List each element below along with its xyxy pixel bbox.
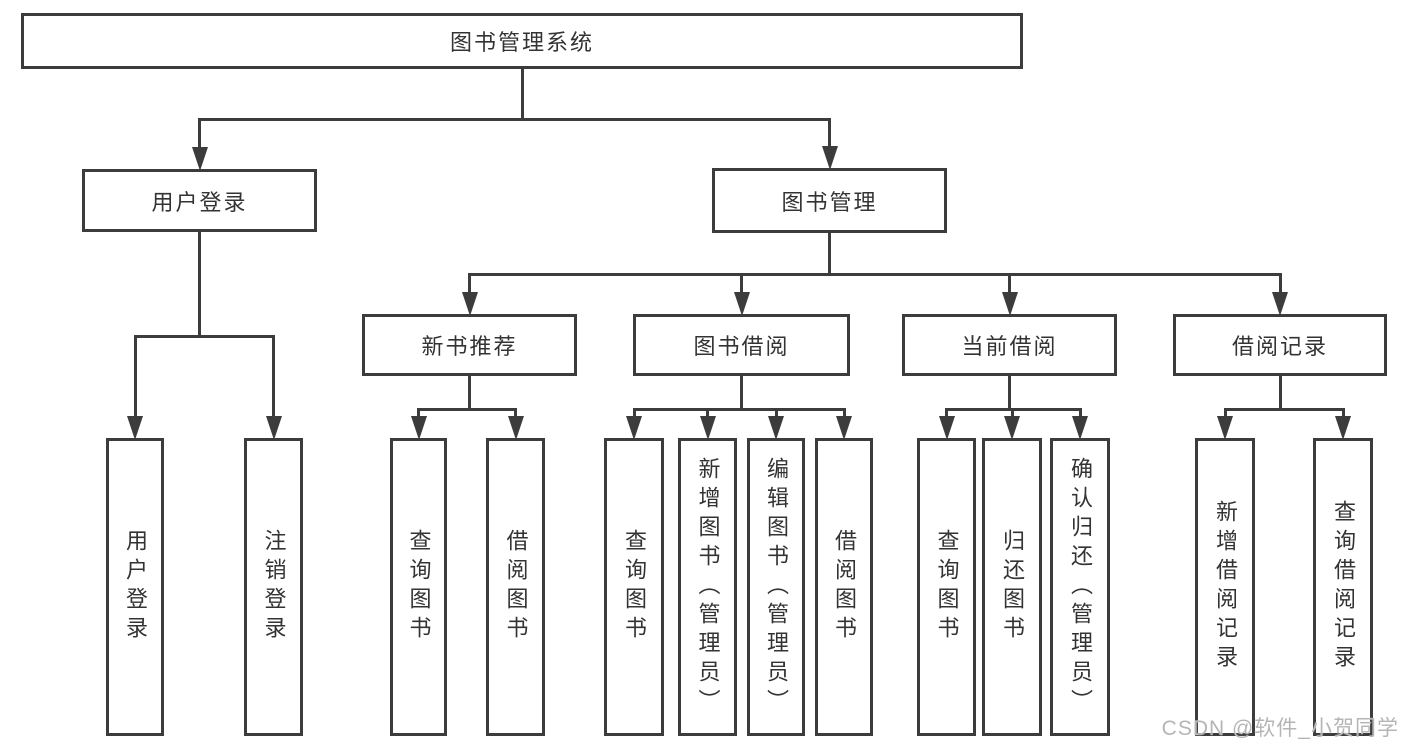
arrow-down-icon	[507, 416, 524, 440]
connector-line	[1278, 376, 1282, 411]
node-label: 归还图书	[1000, 529, 1025, 645]
node-label: 用户登录	[151, 189, 248, 215]
connector-line	[1278, 273, 1282, 294]
node-leaf-cb-query: 查询图书	[917, 438, 976, 736]
arrow-down-icon	[836, 416, 852, 440]
connector-line	[842, 408, 846, 418]
connector-line	[1223, 408, 1345, 411]
arrow-down-icon	[821, 146, 838, 170]
connector-line	[1223, 408, 1227, 418]
connector-line	[1341, 408, 1345, 418]
node-label: 新增借阅记录	[1213, 500, 1238, 674]
arrow-down-icon	[1217, 416, 1233, 440]
node-leaf-login: 用户登录	[106, 438, 164, 736]
connector-line	[774, 408, 778, 418]
arrow-down-icon	[938, 416, 955, 440]
arrow-down-icon	[191, 147, 208, 171]
node-label: 图书管理系统	[449, 30, 594, 55]
arrow-down-icon	[699, 416, 716, 440]
node-leaf-br-add: 新增借阅记录	[1195, 438, 1255, 736]
node-label: 查询图书	[406, 529, 432, 645]
arrow-down-icon	[1335, 416, 1351, 440]
node-label: 借阅图书	[832, 529, 857, 645]
node-leaf-logout: 注销登录	[244, 438, 303, 736]
arrow-down-icon	[1004, 416, 1020, 440]
connector-line	[740, 376, 743, 411]
node-label: 查询图书	[622, 529, 647, 645]
connector-line	[198, 118, 831, 121]
node-new-book-rec: 新书推荐	[362, 314, 577, 376]
node-leaf-nr-borrow: 借阅图书	[486, 438, 545, 736]
connector-line	[272, 335, 275, 418]
connector-line	[1008, 273, 1011, 294]
node-root: 图书管理系统	[21, 13, 1023, 69]
arrow-down-icon	[265, 416, 282, 440]
node-label: 图书管理	[781, 189, 878, 215]
connector-line	[514, 408, 517, 418]
arrow-down-icon	[1001, 292, 1018, 316]
node-label: 借阅记录	[1231, 334, 1328, 359]
connector-line	[828, 118, 831, 148]
connector-line	[133, 335, 275, 338]
node-leaf-cb-confirm: 确认归还（管理员）	[1050, 438, 1110, 736]
connector-line	[198, 232, 201, 338]
node-leaf-bb-edit: 编辑图书（管理员）	[747, 438, 805, 736]
connector-line	[520, 69, 524, 121]
connector-line	[198, 118, 201, 149]
arrow-down-icon	[127, 416, 143, 440]
node-label: 新书推荐	[421, 334, 518, 359]
connector-line	[417, 408, 517, 411]
connector-line	[133, 335, 137, 418]
connector-line	[417, 408, 420, 418]
connector-line	[1010, 408, 1014, 418]
arrow-down-icon	[1272, 292, 1288, 316]
node-label: 借阅图书	[503, 529, 529, 645]
node-leaf-nr-query: 查询图书	[390, 438, 447, 736]
connector-line	[632, 408, 846, 411]
node-label: 图书借阅	[693, 334, 790, 359]
connector-line	[468, 376, 471, 411]
arrow-down-icon	[733, 292, 750, 316]
arrow-down-icon	[626, 416, 642, 440]
node-label: 用户登录	[123, 529, 148, 645]
connector-line	[1008, 376, 1011, 411]
node-user-login: 用户登录	[82, 169, 317, 232]
arrow-down-icon	[1072, 416, 1088, 440]
node-borrow-record: 借阅记录	[1173, 314, 1387, 376]
node-book-mgmt: 图书管理	[712, 168, 947, 233]
arrow-down-icon	[461, 292, 478, 316]
arrow-down-icon	[768, 416, 784, 440]
node-label: 编辑图书（管理员）	[764, 456, 789, 718]
node-label: 查询借阅记录	[1331, 500, 1356, 674]
connector-line	[468, 273, 1282, 276]
watermark: CSDN @软件_小贺同学	[1161, 717, 1399, 740]
node-leaf-bb-query: 查询图书	[604, 438, 664, 736]
node-label: 查询图书	[934, 529, 960, 645]
node-leaf-cb-return: 归还图书	[982, 438, 1042, 736]
node-leaf-br-query: 查询借阅记录	[1313, 438, 1373, 736]
node-book-borrow: 图书借阅	[633, 314, 850, 376]
connector-line	[706, 408, 709, 418]
node-label: 当前借阅	[961, 334, 1058, 359]
node-leaf-bb-add: 新增图书（管理员）	[678, 438, 737, 736]
connector-line	[828, 233, 831, 276]
node-label: 注销登录	[261, 529, 287, 645]
node-current-borrow: 当前借阅	[902, 314, 1117, 376]
node-label: 确认归还（管理员）	[1068, 456, 1093, 718]
connector-line	[1078, 408, 1082, 418]
connector-line	[945, 408, 948, 418]
connector-line	[468, 273, 471, 294]
node-leaf-bb-borrow: 借阅图书	[815, 438, 873, 736]
connector-line	[740, 273, 743, 294]
connector-line	[632, 408, 636, 418]
arrow-down-icon	[410, 416, 427, 440]
node-label: 新增图书（管理员）	[695, 456, 721, 718]
